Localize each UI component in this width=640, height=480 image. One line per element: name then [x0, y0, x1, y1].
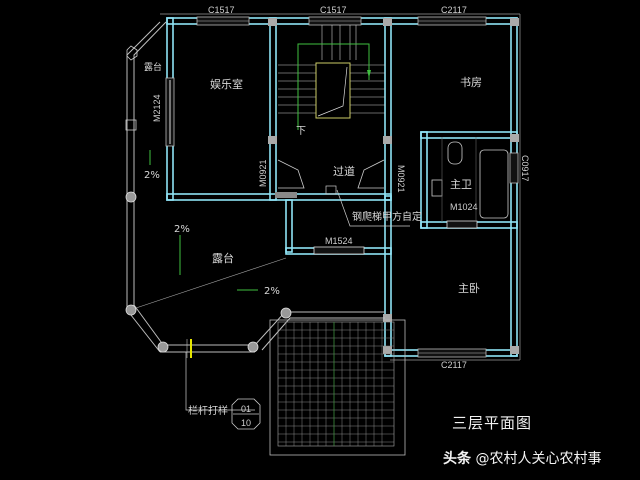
drawing-title: 三层平面图	[452, 414, 533, 432]
bathroom-fixtures	[431, 137, 509, 222]
windows	[196, 16, 519, 358]
railing-note: 栏杆打样	[188, 404, 228, 417]
slope-label-3: 2%	[264, 286, 280, 297]
watermark-brand: 头条	[443, 451, 471, 467]
watermark-account: @农村人关心农村事	[475, 451, 602, 467]
doors	[165, 77, 478, 255]
detail-reference: 01 10	[231, 398, 261, 430]
watermark: 头条 @农村人关心农村事	[443, 448, 601, 468]
window-c0917: C0917	[520, 155, 530, 182]
terrace-upper-label: 露台	[144, 61, 162, 73]
door-m1524: M1524	[325, 236, 353, 246]
staircase	[278, 25, 385, 130]
room-entertainment: 娱乐室	[210, 77, 243, 91]
window-c1517-left: C1517	[208, 5, 235, 15]
slope-arrows	[149, 150, 258, 291]
window-c1517-right: C1517	[320, 5, 347, 15]
window-c2117-top: C2117	[441, 5, 467, 15]
slope-label-2: 2%	[174, 224, 190, 235]
door-m1024: M1024	[450, 202, 478, 212]
door-m2124: M2124	[152, 94, 162, 122]
stair-down-label: 下	[296, 126, 306, 137]
door-m0921-right: M0921	[396, 165, 406, 193]
outer-guide-lines	[160, 13, 521, 361]
column-markers	[268, 18, 519, 354]
ladder-note: 钢爬梯甲方自定	[352, 210, 422, 223]
terrace-lower-label: 露台	[212, 251, 234, 265]
room-master-bedroom: 主卧	[458, 282, 480, 295]
grating-area	[269, 319, 406, 456]
detail-ref-top: 01	[241, 404, 251, 414]
room-corridor: 过道	[333, 164, 355, 178]
window-c2117-bottom: C2117	[441, 360, 467, 370]
room-master-bath: 主卫	[450, 178, 472, 191]
door-m0921-left: M0921	[258, 159, 268, 187]
terrace-railing	[125, 21, 385, 411]
detail-ref-bottom: 10	[241, 418, 251, 428]
slope-label-1: 2%	[144, 170, 160, 181]
room-study: 书房	[460, 76, 482, 89]
